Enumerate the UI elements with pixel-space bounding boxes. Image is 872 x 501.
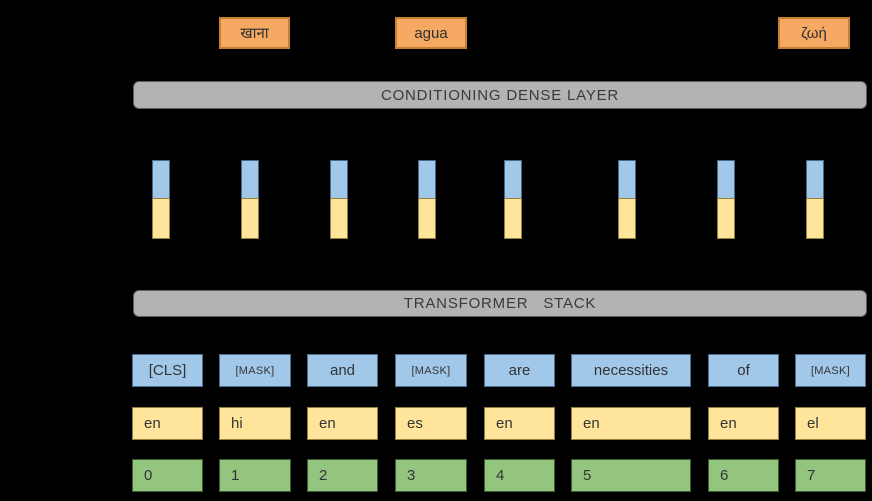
token-box: and [307,354,378,387]
position-box: 0 [132,459,203,492]
embedding-bar-language-segment [418,198,436,239]
embedding-bar-token-segment [152,160,170,199]
token-box-mask: [MASK] [795,354,866,387]
embedding-bar-token-segment [806,160,824,199]
predicted-word-box-hindi: खाना [219,17,290,49]
embedding-bar-token-segment [418,160,436,199]
language-box: es [395,407,467,440]
position-box: 1 [219,459,291,492]
embedding-bar-language-segment [504,198,522,239]
embedding-bar [618,160,636,239]
embedding-bar [330,160,348,239]
embedding-bar [717,160,735,239]
embedding-bar [241,160,259,239]
position-box: 5 [571,459,691,492]
embedding-bar [418,160,436,239]
embedding-bar-language-segment [717,198,735,239]
embedding-bar [504,160,522,239]
token-box-mask: [MASK] [395,354,467,387]
transformer-stack-bar: TRANSFORMER STACK [133,290,867,317]
embedding-bar [152,160,170,239]
embedding-bar-token-segment [618,160,636,199]
position-box: 2 [307,459,378,492]
token-box: are [484,354,555,387]
token-box-mask: [MASK] [219,354,291,387]
position-box: 3 [395,459,467,492]
token-box: of [708,354,779,387]
embedding-bar-language-segment [241,198,259,239]
embedding-bar-language-segment [806,198,824,239]
language-box: en [132,407,203,440]
language-box: en [484,407,555,440]
language-box: el [795,407,866,440]
token-box: [CLS] [132,354,203,387]
token-box: necessities [571,354,691,387]
embedding-bar-token-segment [717,160,735,199]
embedding-bar-language-segment [618,198,636,239]
language-box: en [708,407,779,440]
embedding-bar-language-segment [330,198,348,239]
language-box: en [571,407,691,440]
embedding-bar [806,160,824,239]
predicted-word-box-spanish: agua [395,17,467,49]
position-box: 4 [484,459,555,492]
position-box: 6 [708,459,779,492]
language-box: hi [219,407,291,440]
position-box: 7 [795,459,866,492]
embedding-bar-language-segment [152,198,170,239]
embedding-bar-token-segment [504,160,522,199]
predicted-word-box-greek: ζωή [778,17,850,49]
language-box: en [307,407,378,440]
embedding-bar-token-segment [330,160,348,199]
conditioning-dense-layer-bar: CONDITIONING DENSE LAYER [133,81,867,109]
embedding-bar-token-segment [241,160,259,199]
